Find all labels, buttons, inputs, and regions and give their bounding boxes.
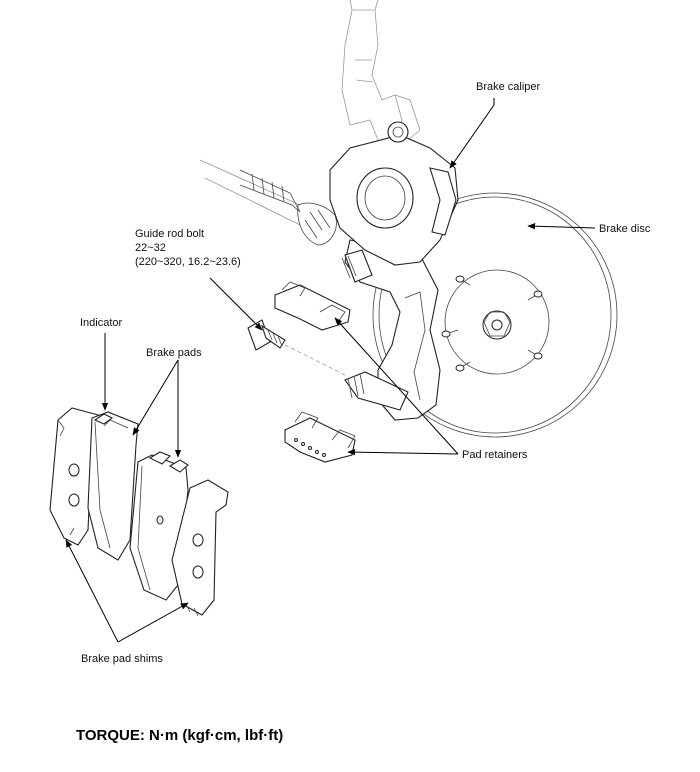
pad-shim-outer-right — [171, 479, 229, 617]
label-guide-rod-bolt-torque: 22~32 — [135, 242, 166, 254]
label-brake-pad-shims: Brake pad shims — [81, 653, 163, 665]
label-pad-retainers: Pad retainers — [462, 449, 528, 461]
brake-pad-left — [87, 411, 139, 561]
torque-units-note: TORQUE: N·m (kgf·cm, lbf·ft) — [76, 727, 284, 744]
leader-guide-rod-bolt — [209, 277, 263, 331]
leader-brake-caliper — [449, 98, 495, 169]
guide-rod-bolt — [247, 319, 346, 376]
leader-lines — [65, 98, 596, 643]
pad-retainer-lower — [284, 411, 356, 463]
label-brake-disc: Brake disc — [599, 223, 651, 235]
wheel-studs — [441, 275, 543, 372]
label-brake-pads: Brake pads — [146, 347, 202, 359]
pad-retainer-upper — [274, 281, 351, 331]
label-guide-rod-bolt-torque-alt: (220~320, 16.2~23.6) — [135, 256, 241, 268]
drive-shaft — [199, 159, 337, 246]
label-guide-rod-bolt: Guide rod bolt — [135, 228, 204, 240]
brake-caliper — [329, 121, 459, 283]
caliper-carrier — [344, 239, 441, 421]
leader-shim-right — [117, 602, 189, 643]
slide-pin-boot — [344, 371, 409, 411]
label-brake-caliper: Brake caliper — [476, 81, 541, 93]
brake-disc — [372, 192, 618, 438]
leader-brake-disc — [527, 223, 596, 230]
leader-brake-pads-left — [132, 359, 179, 436]
leader-pad-retainer-upper — [334, 317, 459, 455]
strut-assembly — [341, 0, 421, 146]
leader-shim-left — [65, 539, 119, 643]
label-indicator: Indicator — [80, 317, 123, 329]
leader-pad-retainer-lower — [347, 448, 459, 456]
